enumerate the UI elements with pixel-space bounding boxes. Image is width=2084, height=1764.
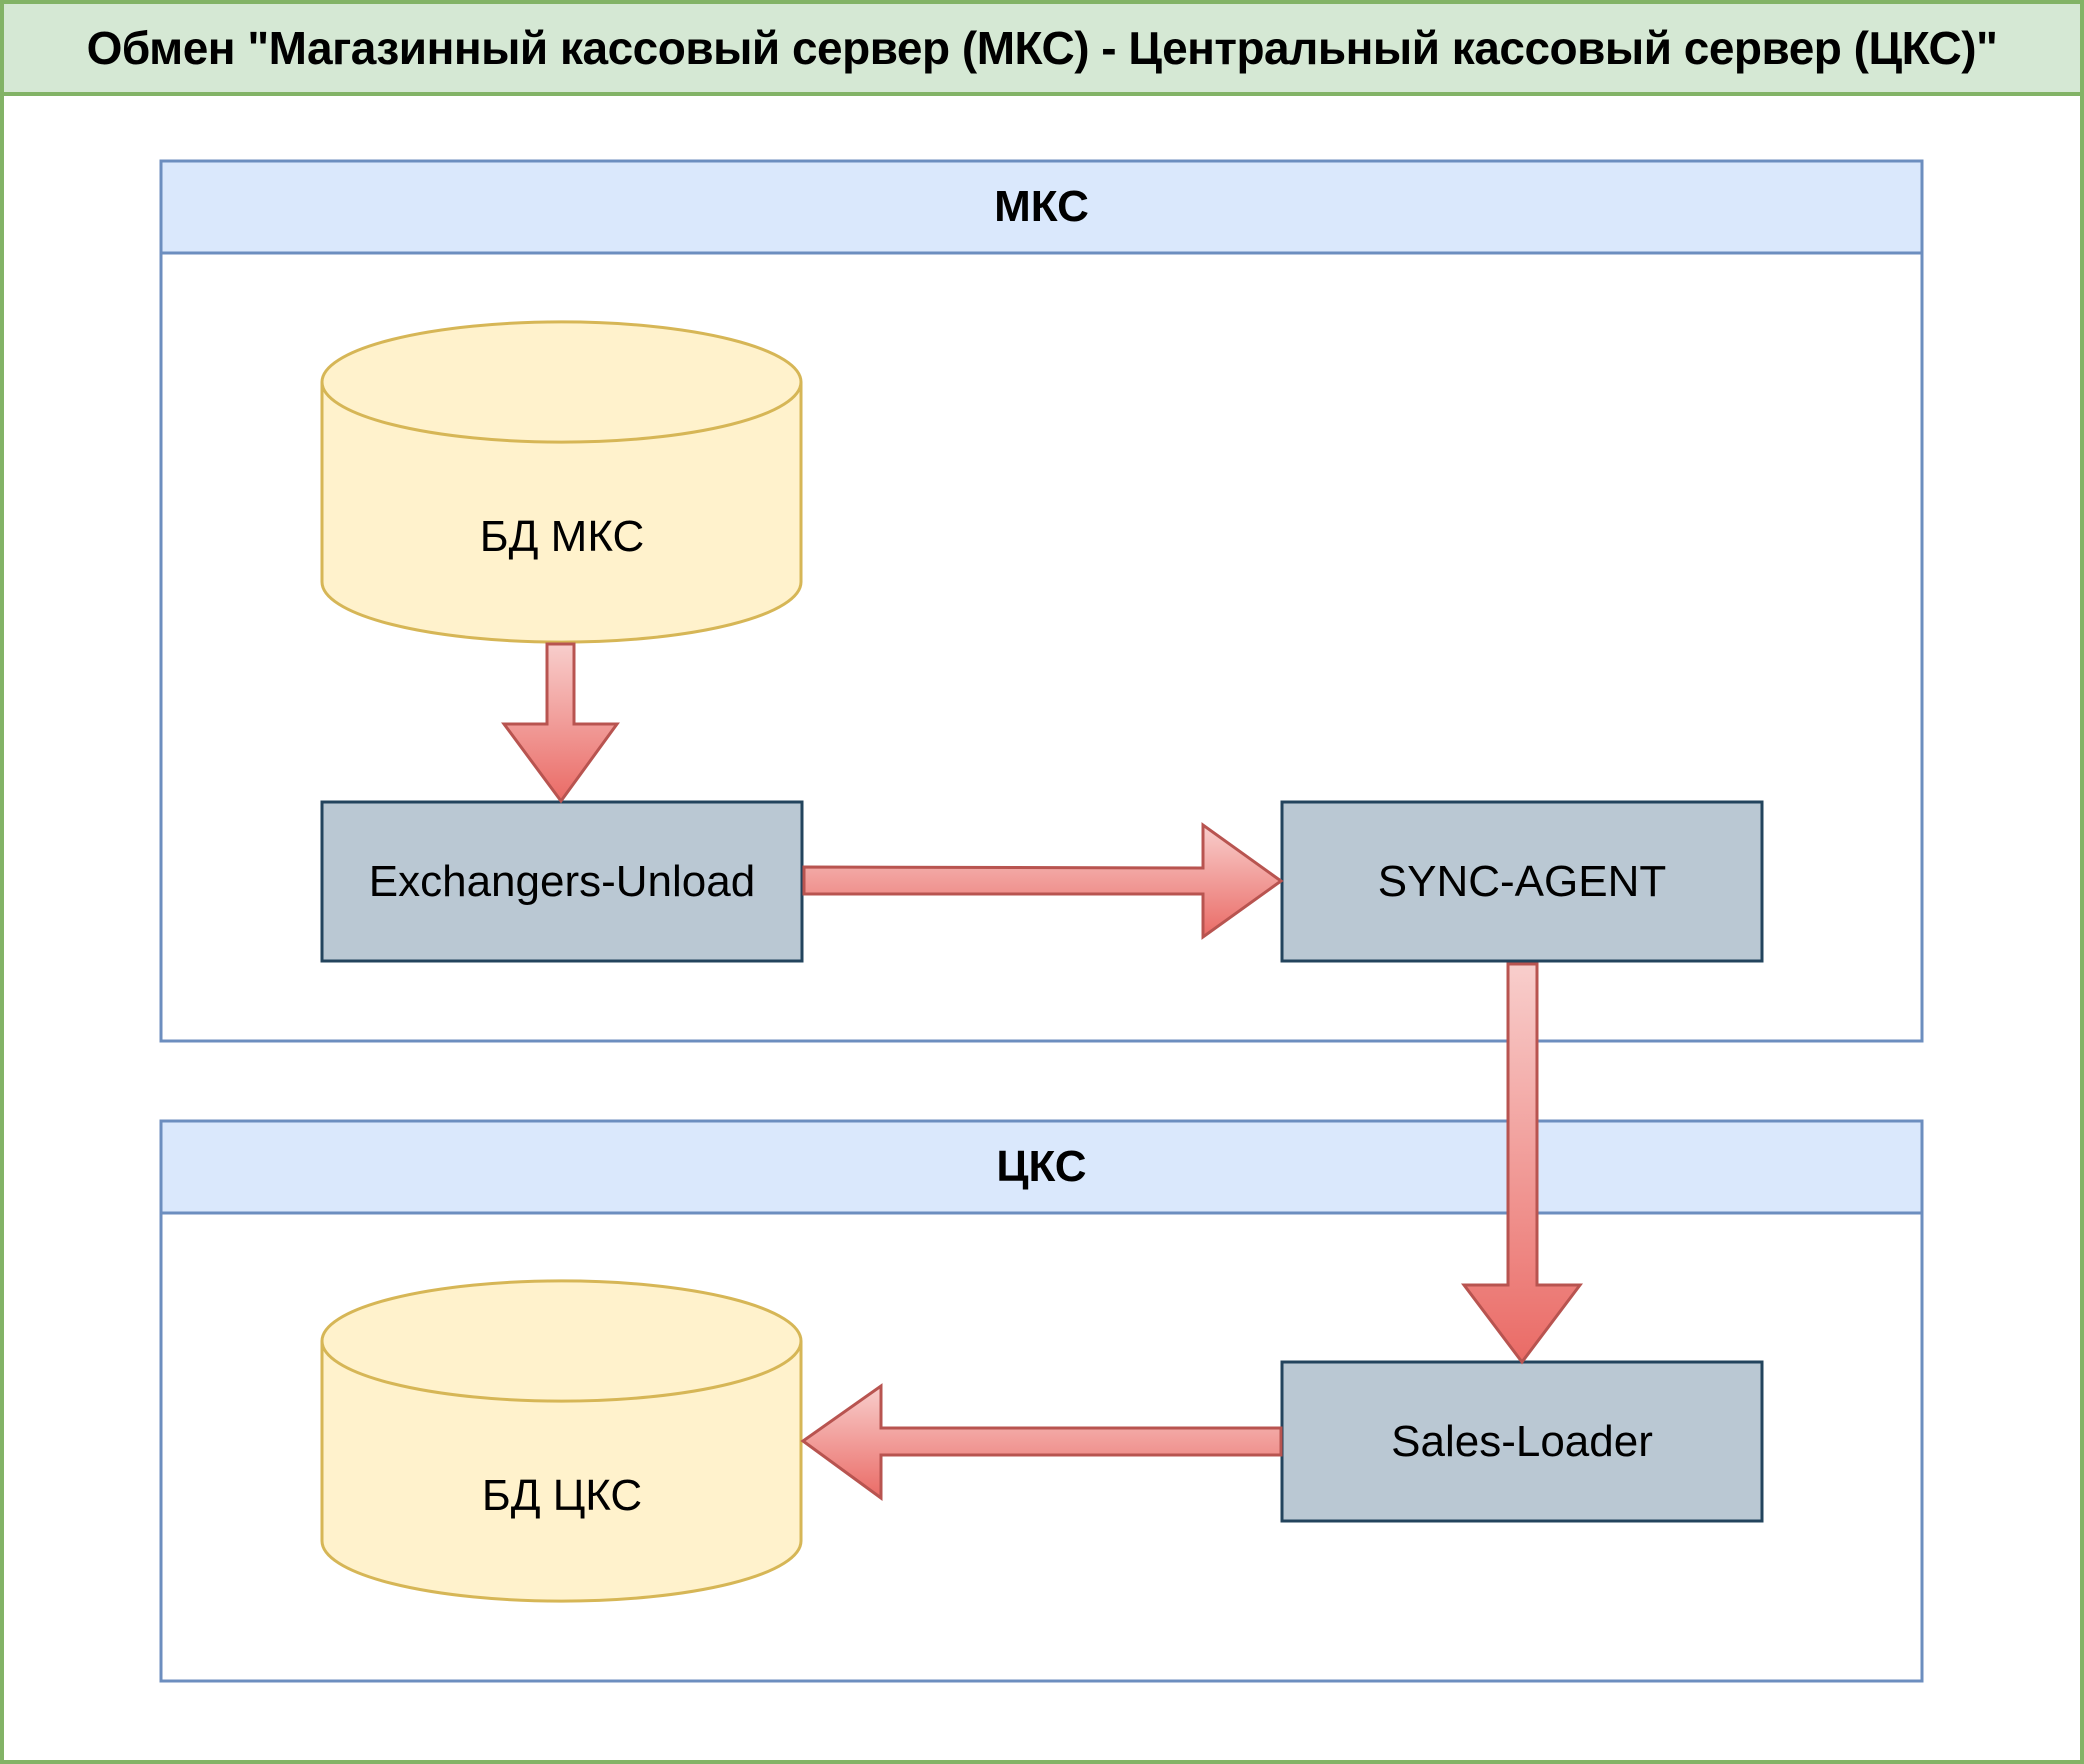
db-mks-rim [320,381,803,444]
arrow-db-mks-to-exchangers[interactable] [501,642,620,804]
exchangers-unload-label: Exchangers-Unload [368,856,756,906]
db-mks-label: БД МКС [479,512,645,561]
container-cks-header [159,1119,1924,1215]
container-mks-title: МКС [994,182,1089,231]
sync-agent-label: SYNC-AGENT [1377,856,1667,906]
db-cks-body [320,1279,803,1603]
sales-loader-box[interactable] [1280,1360,1764,1523]
arrow-sales-loader-to-db-cks[interactable] [800,1383,1283,1501]
container-mks-header [159,159,1924,255]
diagram-title: Обмен "Магазинный кассовый сервер (МКС) … [86,22,1998,74]
db-mks-body [320,320,803,644]
sync-agent-box[interactable] [1280,800,1764,963]
db-mks-cylinder[interactable] [320,320,803,644]
diagram-title-bar: Обмен "Магазинный кассовый сервер (МКС) … [0,0,2084,96]
container-cks-title: ЦКС [996,1142,1087,1191]
arrow-exchangers-to-sync-agent[interactable] [802,822,1284,940]
sales-loader-label: Sales-Loader [1391,1416,1653,1466]
arrow-sync-agent-to-sales-loader[interactable] [1460,962,1584,1365]
db-cks-cylinder[interactable] [320,1279,803,1603]
db-cks-rim [320,1340,803,1403]
db-cks-label: БД ЦКС [481,1471,643,1520]
